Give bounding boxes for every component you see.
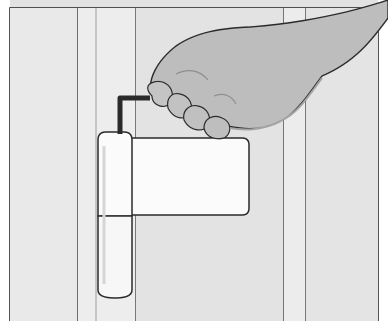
door-leaf [10, 8, 78, 321]
hand-finger [204, 116, 230, 138]
wall-left-strip [0, 0, 10, 321]
wall-right-strip [378, 0, 388, 321]
hinge-wing [124, 138, 249, 215]
